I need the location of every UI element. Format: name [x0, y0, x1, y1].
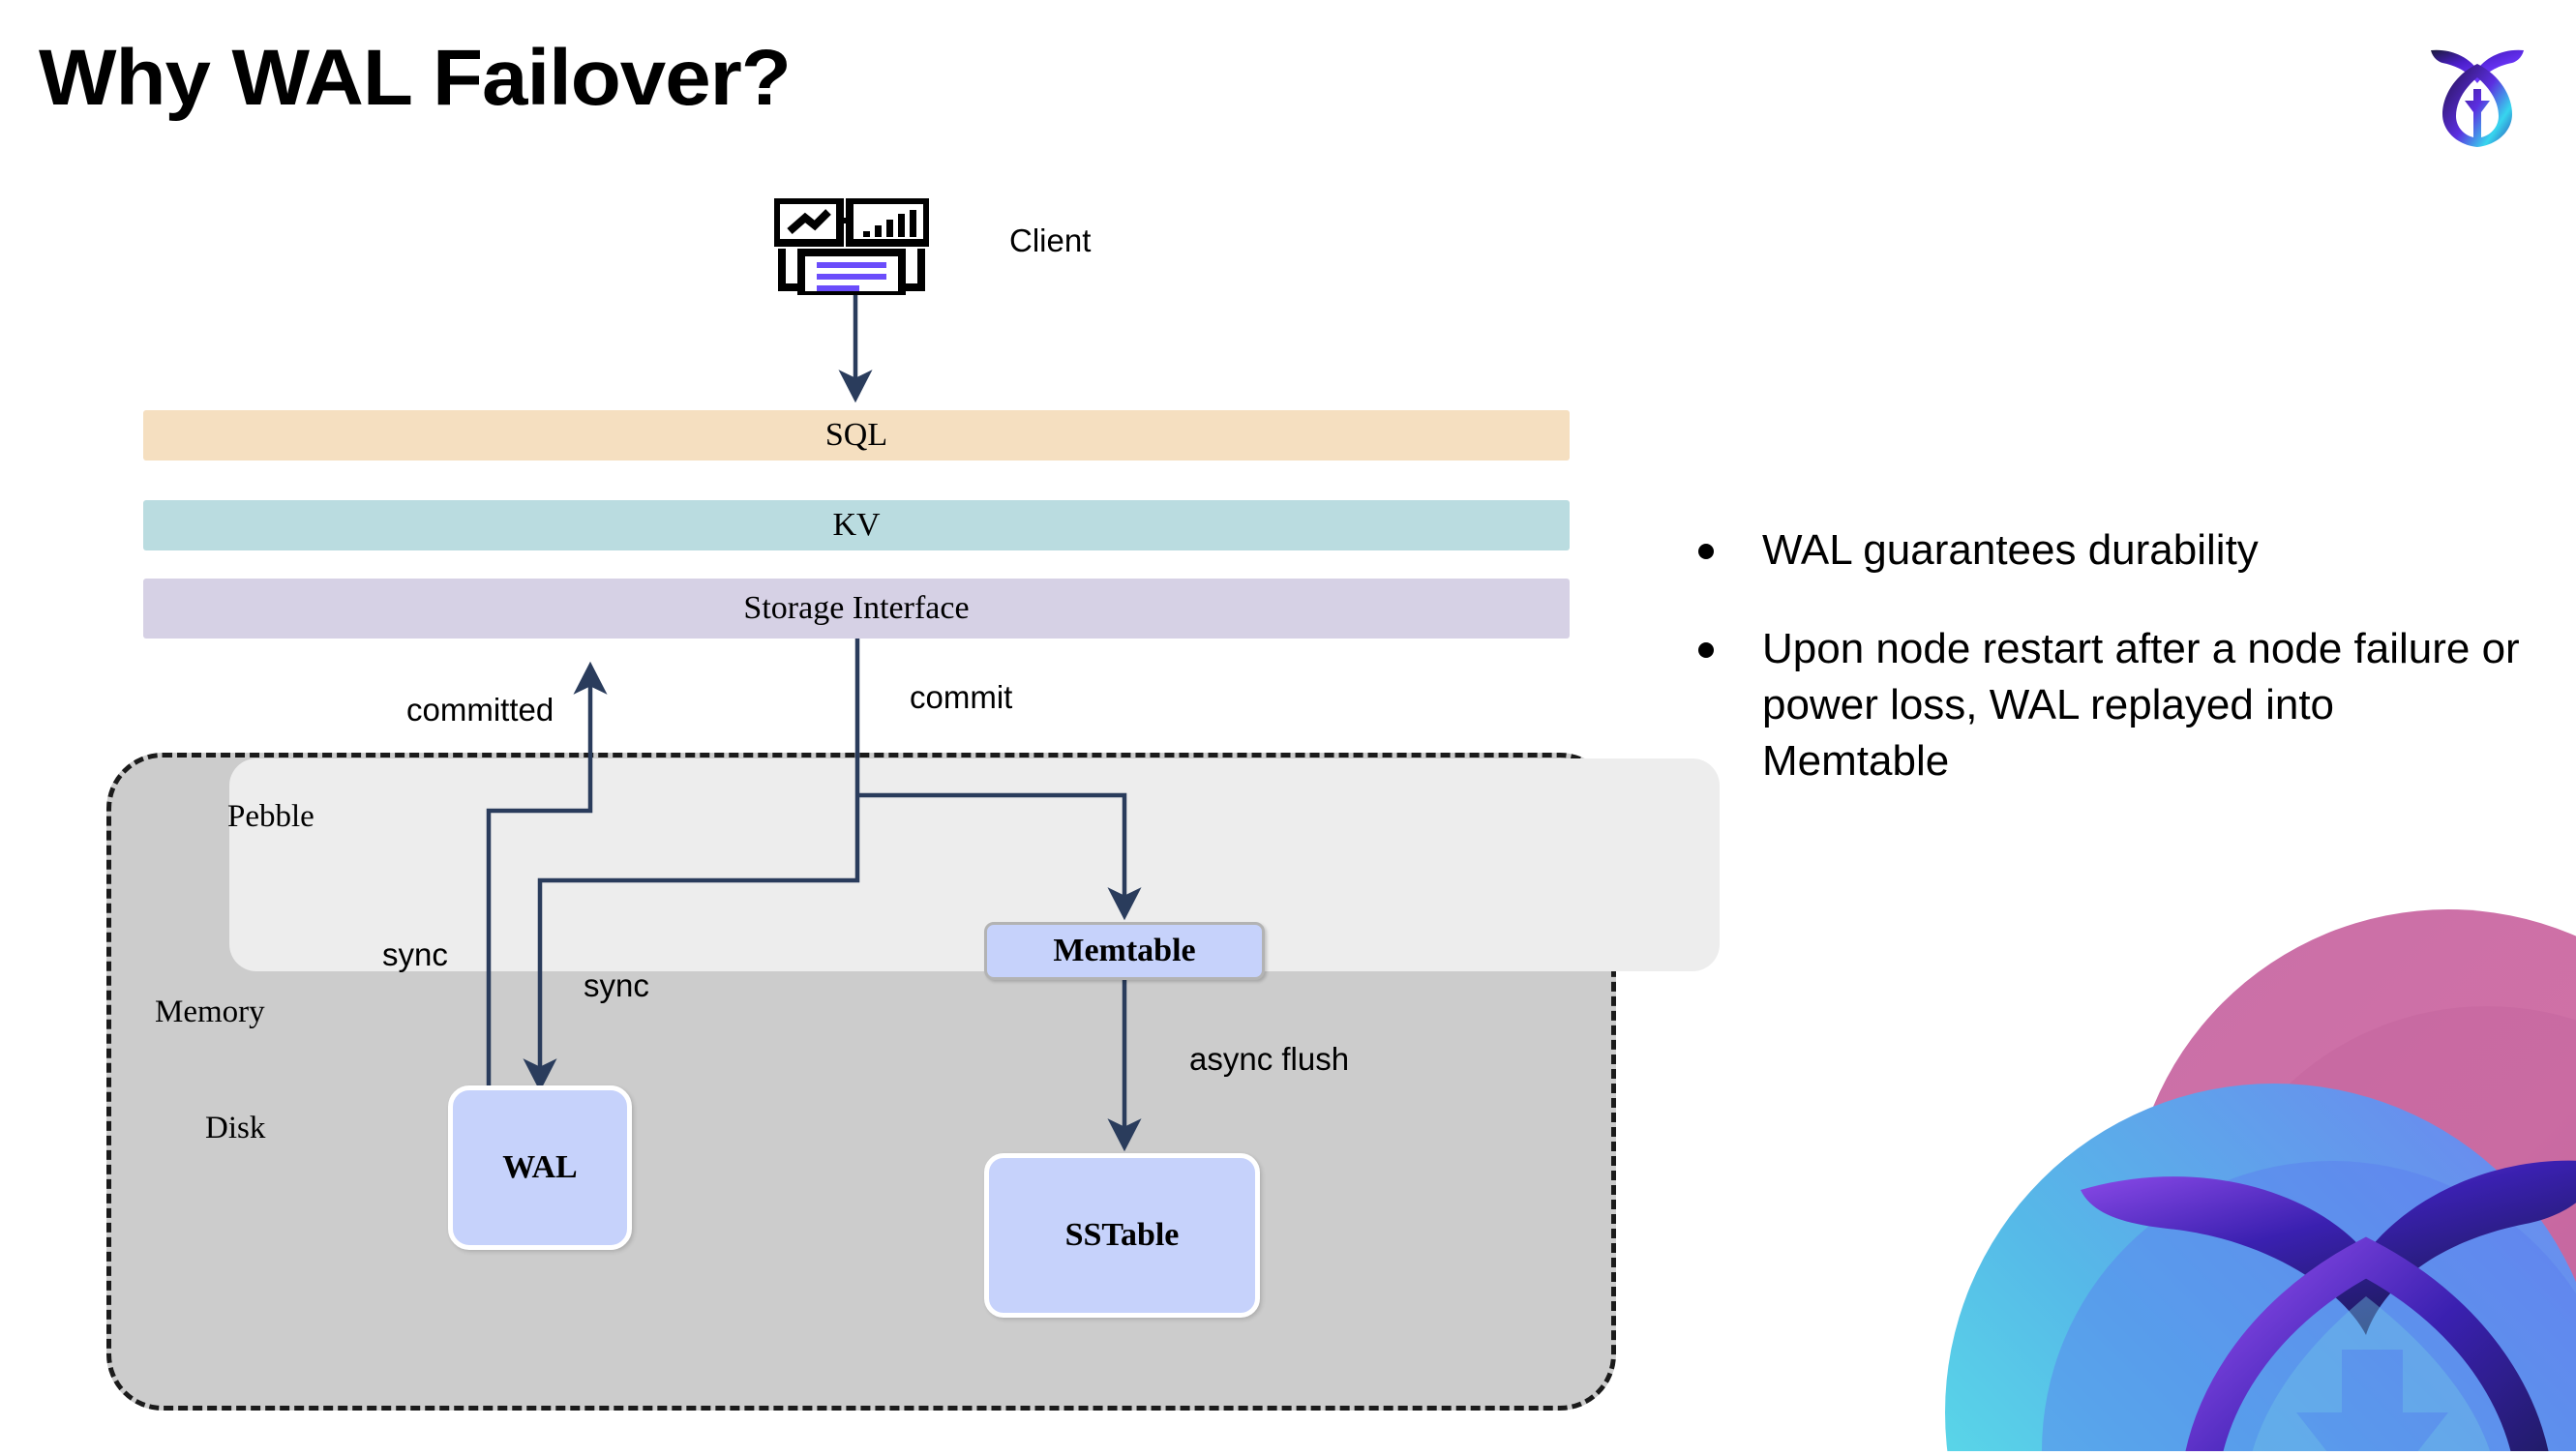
layer-kv: KV [143, 500, 1570, 550]
list-item: WAL guarantees durability [1698, 522, 2531, 579]
bullet-text: WAL guarantees durability [1762, 526, 2259, 574]
cockroachdb-watermark-icon [1926, 909, 2576, 1451]
page-title: Why WAL Failover? [39, 34, 792, 122]
memory-label: Memory [155, 995, 265, 1029]
disk-label: Disk [205, 1111, 266, 1145]
slide-canvas: Why WAL Failover? [39, 29, 2576, 1451]
edge-label-async-flush: async flush [1189, 1041, 1350, 1077]
layer-sql-label: SQL [824, 417, 888, 453]
pebble-label: Pebble [227, 799, 315, 834]
layer-storage-interface: Storage Interface [143, 579, 1570, 639]
bullet-dot-icon [1698, 544, 1714, 559]
client-label: Client [1009, 223, 1092, 258]
edge-label-commit: commit [910, 679, 1013, 715]
edge-label-sync-1: sync [382, 936, 448, 972]
bullet-text: Upon node restart after a node failure o… [1762, 625, 2520, 786]
node-sstable: SSTable [984, 1153, 1260, 1318]
node-sstable-label: SSTable [1064, 1217, 1180, 1253]
node-memtable: Memtable [984, 922, 1265, 980]
layer-kv-label: KV [832, 507, 881, 543]
pebble-container [106, 753, 1720, 1411]
node-wal: WAL [448, 1085, 632, 1250]
node-wal-label: WAL [502, 1149, 578, 1185]
layer-storage-label: Storage Interface [743, 590, 970, 626]
memory-zone [229, 758, 1720, 971]
bullet-dot-icon [1698, 642, 1714, 659]
cockroachdb-logo-icon [2419, 29, 2535, 150]
edge-label-sync-2: sync [584, 967, 649, 1003]
edge-label-committed: committed [406, 692, 554, 728]
node-memtable-label: Memtable [1053, 933, 1196, 968]
bullet-list: WAL guarantees durability Upon node rest… [1698, 522, 2531, 832]
list-item: Upon node restart after a node failure o… [1698, 621, 2531, 789]
client-terminal-icon [772, 196, 931, 299]
layer-sql: SQL [143, 410, 1570, 461]
